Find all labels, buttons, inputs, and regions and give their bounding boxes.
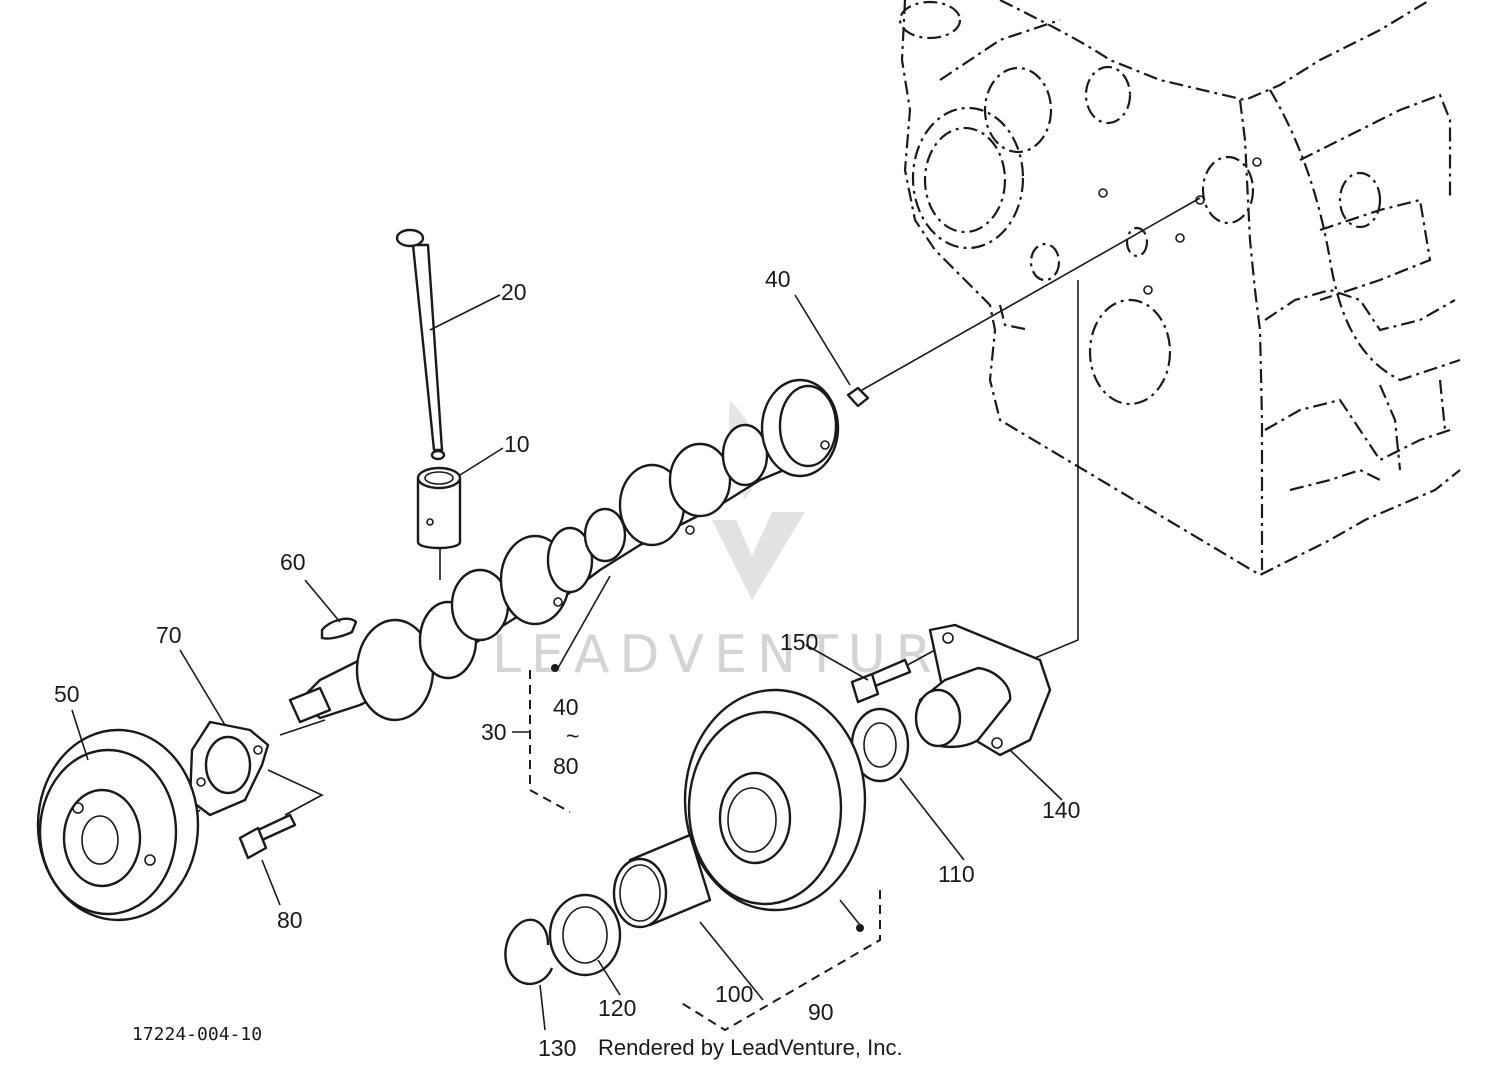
callout-100: 100 [715, 981, 753, 1007]
callout-110: 110 [938, 861, 975, 887]
callout-90: 90 [808, 999, 834, 1025]
push-rod [395, 228, 446, 461]
callout-leaders [71, 294, 1063, 1032]
callout-80-group: 80 [553, 753, 579, 779]
snap-ring [504, 918, 554, 986]
credit-line: Rendered by LeadVenture, Inc. [598, 1035, 903, 1060]
camshaft [288, 378, 840, 724]
bolt-80 [238, 813, 297, 860]
plug [846, 386, 870, 408]
callout-70: 70 [156, 622, 182, 648]
engine-block [898, 0, 1461, 577]
callout-120: 120 [598, 995, 636, 1021]
callouts: 20 10 40 60 70 50 30 40 ~ 80 80 150 140 … [54, 266, 1080, 1061]
idler-gear [683, 688, 867, 912]
range-mark: ~ [566, 723, 579, 749]
callout-80: 80 [277, 907, 303, 933]
callout-150: 150 [780, 629, 818, 655]
callout-30: 30 [481, 719, 507, 745]
idler-shaft [914, 623, 1052, 757]
tappet [416, 466, 462, 550]
callout-40: 40 [765, 266, 791, 292]
bushing [612, 833, 712, 929]
callout-50: 50 [54, 681, 80, 707]
callout-130: 130 [538, 1035, 576, 1061]
bolt-150 [850, 658, 912, 704]
figure-id: 17224-004-10 [132, 1024, 262, 1045]
group-dot-30 [551, 664, 559, 672]
callout-60: 60 [280, 549, 306, 575]
cam-gear [36, 728, 200, 922]
callout-10: 10 [504, 431, 530, 457]
thrust-plate [188, 720, 270, 817]
collar [548, 893, 622, 977]
callout-140: 140 [1042, 797, 1080, 823]
callout-40-group: 40 [553, 694, 579, 720]
group-dot-90 [856, 924, 864, 932]
callout-20: 20 [501, 279, 527, 305]
woodruff-key [320, 617, 358, 640]
